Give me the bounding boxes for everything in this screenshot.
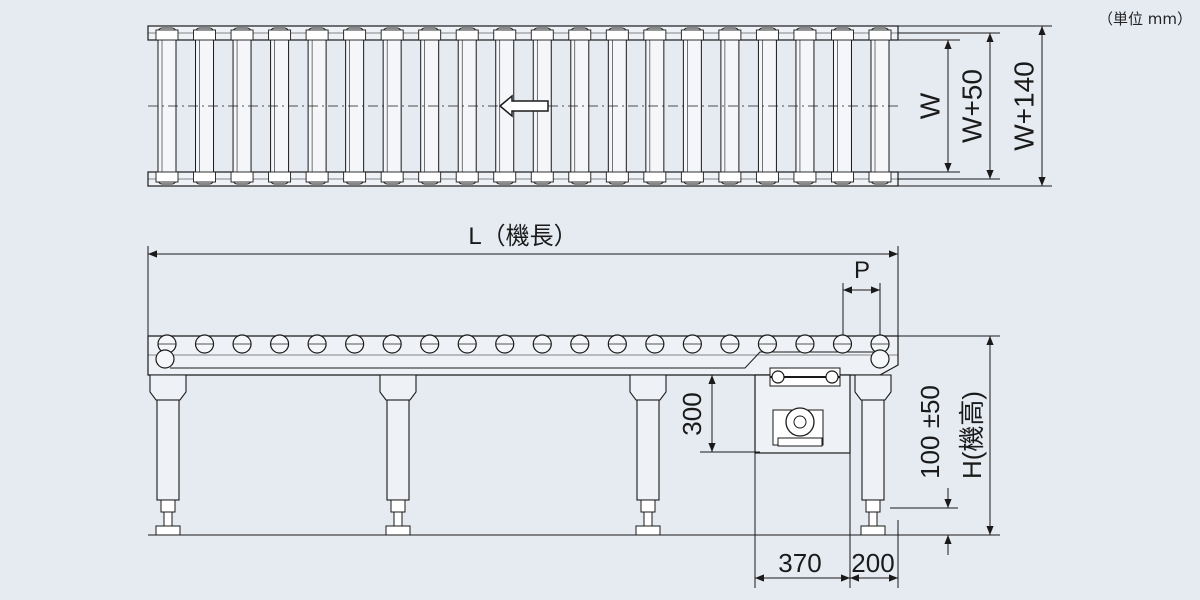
dim-w140-label: W+140 xyxy=(1008,61,1039,151)
leg xyxy=(629,374,667,536)
dim-height-label: H(機高) xyxy=(957,391,987,479)
end-sprocket-right xyxy=(870,349,890,369)
leg xyxy=(149,374,187,536)
length-label: L（機長） xyxy=(468,223,577,250)
side-view: L（機長） P xyxy=(147,223,1000,588)
leg xyxy=(379,374,417,536)
dim-w-label: W xyxy=(914,92,945,119)
drive-unit xyxy=(754,367,851,454)
plan-roller xyxy=(155,27,179,185)
side-rollers xyxy=(157,334,890,354)
end-sprocket-left xyxy=(155,349,175,369)
legs xyxy=(149,374,892,536)
dim-200-label: 200 xyxy=(851,548,894,578)
motor-icon xyxy=(785,407,815,437)
leg xyxy=(854,374,892,536)
pitch-label: P xyxy=(854,257,870,284)
dim-370-label: 370 xyxy=(778,548,821,578)
unit-note: （単位 mm） xyxy=(1098,10,1192,28)
plan-dimensions xyxy=(898,25,1052,187)
direction-arrow-icon xyxy=(498,94,549,118)
dim-100-label: 100 ±50 xyxy=(915,385,945,479)
plan-roller xyxy=(793,27,817,185)
dim-300-label: 300 xyxy=(677,392,707,435)
plan-roller xyxy=(455,27,479,185)
plan-roller xyxy=(193,27,216,185)
dim-w50-label: W+50 xyxy=(956,69,987,143)
plan-view: W W+50 W+140 xyxy=(147,25,1052,187)
